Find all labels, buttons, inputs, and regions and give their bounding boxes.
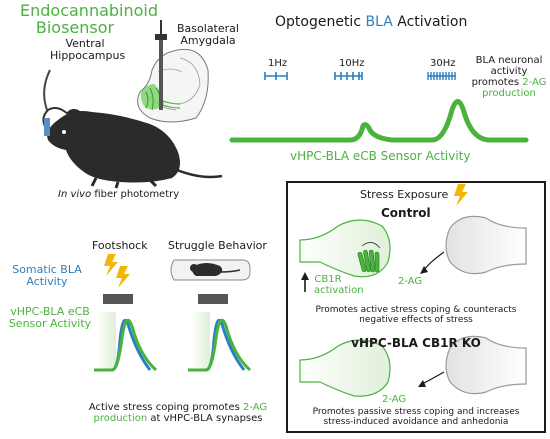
sensor-title: Endocannabinoid Biosensor xyxy=(20,1,159,37)
coping-pre: Active stress coping promotes xyxy=(88,402,240,413)
ko-2ag-label: 2-AG xyxy=(382,394,407,405)
bla-note-line4: production xyxy=(482,88,536,99)
stim-train-10hz xyxy=(334,72,363,80)
bla-note: BLA neuronal activity promotes 2-AG prod… xyxy=(468,55,550,99)
control-outcome-line1: Promotes active stress coping & countera… xyxy=(315,305,517,315)
stim-train-30hz xyxy=(427,72,456,80)
freq-30hz-label: 30Hz xyxy=(430,58,456,69)
coping-post: at vHPC-BLA synapses xyxy=(150,413,263,424)
basolateral-amygdala-label: Basolateral Amygdala xyxy=(177,22,239,47)
opto-title-post: Activation xyxy=(392,14,468,30)
footshock-traces xyxy=(94,312,158,372)
somatic-bla-label: Somatic BLA Activity xyxy=(12,263,82,288)
control-title: Control xyxy=(381,206,431,220)
bla-note-2ag: 2-AG xyxy=(522,77,547,88)
fiber-implant xyxy=(159,38,163,110)
sensor-activity-trace xyxy=(229,99,529,143)
opto-title-bla: BLA xyxy=(365,14,393,30)
cb1r-text: CB1R xyxy=(314,274,342,285)
coping-production: production xyxy=(93,413,148,424)
ko-outcome-line2: stress-induced avoidance and anhedonia xyxy=(323,417,509,427)
bla-note-line3: promotes xyxy=(471,77,520,88)
mouse-silhouette xyxy=(42,69,223,189)
footshock-label: Footshock xyxy=(92,239,148,252)
control-synapse xyxy=(299,215,527,292)
cb1r-receptor xyxy=(357,249,380,273)
struggle-label: Struggle Behavior xyxy=(168,239,267,252)
stress-exposure-box xyxy=(286,181,546,433)
stim-train-1hz xyxy=(264,72,288,80)
ko-title: vHPC-BLA CB1R KO xyxy=(351,336,481,350)
coping-line2: production at vHPC-BLA synapses xyxy=(78,413,278,424)
coping-line1: Active stress coping promotes 2-AG xyxy=(78,402,278,413)
freq-10hz-label: 10Hz xyxy=(339,58,365,69)
fiber-photometry-label: In vivo fiber photometry xyxy=(58,189,179,200)
fiber-photometry-rest: fiber photometry xyxy=(91,189,180,200)
ko-synapse xyxy=(299,335,527,397)
vhpc-sensor-label: vHPC-BLA eCB Sensor Activity xyxy=(8,305,92,330)
sensor-activity-label: vHPC-BLA eCB Sensor Activity xyxy=(290,149,471,163)
cb1r-activation-label: activation xyxy=(314,285,364,296)
struggle-traces xyxy=(188,312,252,372)
struggle-stim-bar xyxy=(198,294,228,304)
stress-exposure-label: Stress Exposure xyxy=(360,188,449,201)
freq-1hz-label: 1Hz xyxy=(268,58,288,69)
restraint-tube xyxy=(170,259,251,281)
stress-bolt xyxy=(454,184,468,206)
control-2ag-label: 2-AG xyxy=(398,276,423,287)
ko-outcome: Promotes passive stress coping and incre… xyxy=(292,407,540,427)
bla-note-line1: BLA neuronal xyxy=(475,55,543,66)
opto-title: Optogenetic BLA Activation xyxy=(275,14,467,30)
cb1r-label: CB1R xyxy=(308,274,348,285)
fiber-photometry-italic: In vivo xyxy=(58,189,92,200)
ventral-hippocampus-label: Ventral Hippocampus xyxy=(50,37,126,62)
bla-note-line3-wrap: promotes 2-AG xyxy=(468,77,550,88)
opto-title-pre: Optogenetic xyxy=(275,14,366,30)
ko-outcome-line1: Promotes passive stress coping and incre… xyxy=(312,407,520,417)
brain-section xyxy=(137,20,209,123)
footshock-bolts xyxy=(104,254,130,288)
coping-caption: Active stress coping promotes 2-AG produ… xyxy=(78,402,278,424)
control-outcome: Promotes active stress coping & countera… xyxy=(292,305,540,325)
bla-note-line2: activity xyxy=(490,66,528,77)
coping-2ag: 2-AG xyxy=(243,402,268,413)
footshock-stim-bar xyxy=(103,294,133,304)
control-outcome-line2: negative effects of stress xyxy=(359,315,473,325)
